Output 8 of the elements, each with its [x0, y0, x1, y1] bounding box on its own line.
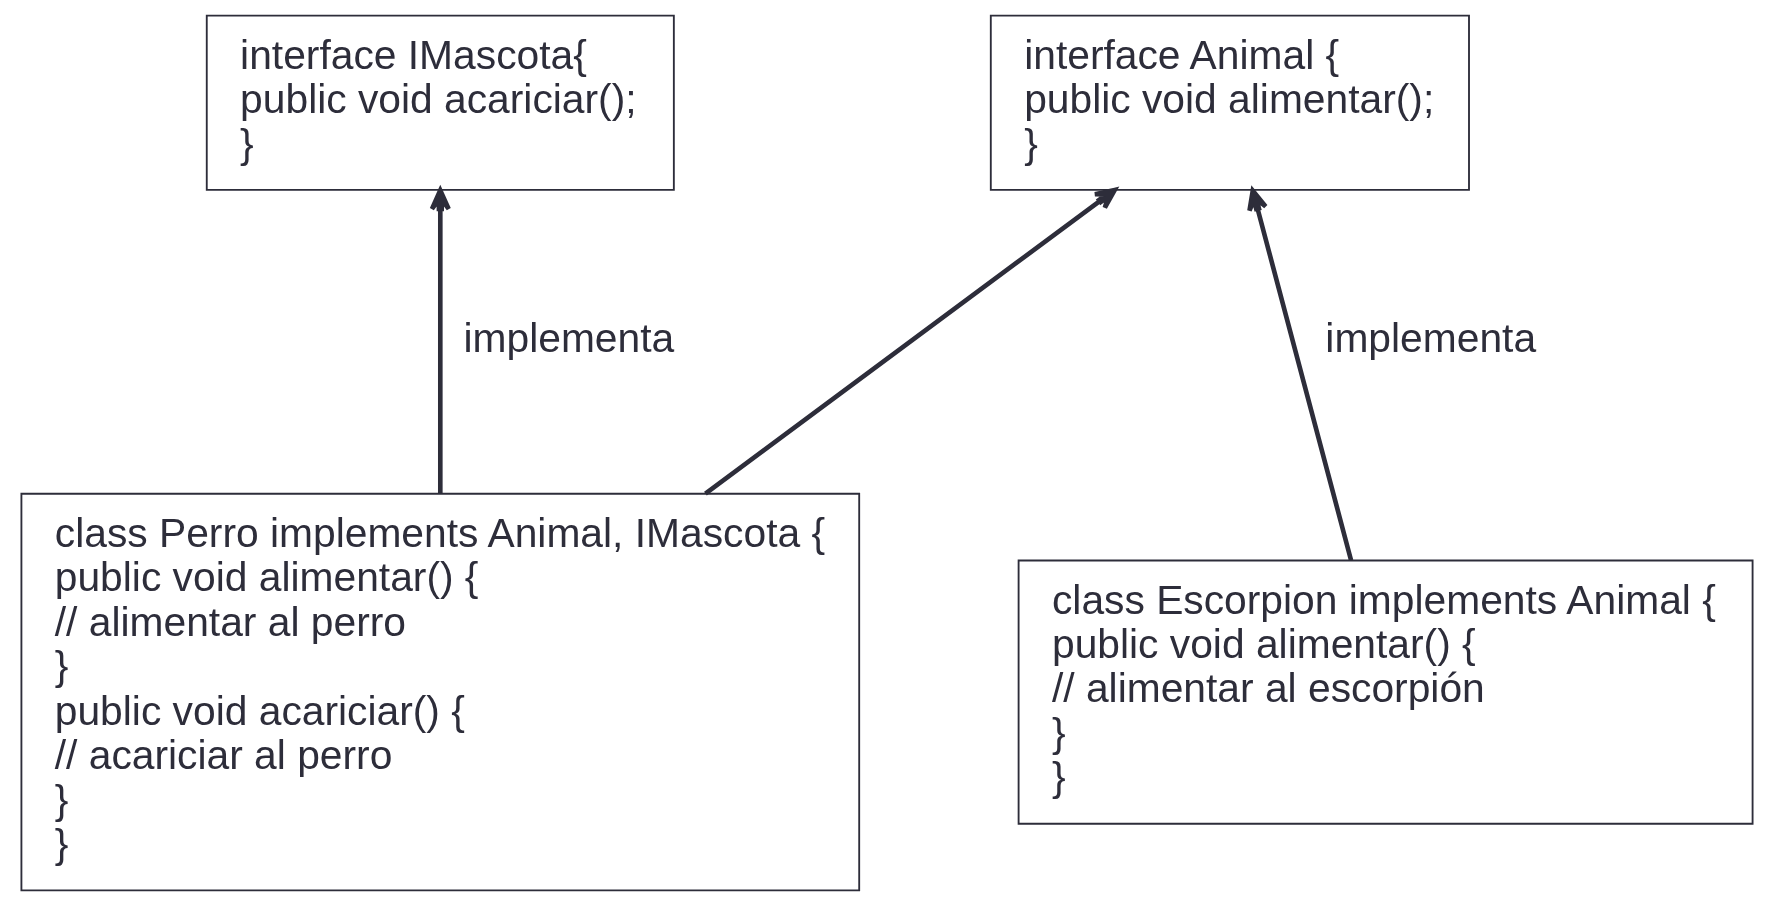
arrow: [1246, 188, 1353, 561]
node-box: interface IMascota{ public void acariciar(); }: [205, 14, 675, 191]
node-box: class Perro implements Animal, IMascota { public void alimentar() { // alimentar al perro } public void acariciar() { // acariciar al perro } }: [20, 492, 860, 892]
edge-label: implementa: [1324, 315, 1536, 362]
node-box: class Escorpion implements Animal { public void alimentar() { // alimentar al escorpión } }: [1017, 559, 1753, 825]
edge-label: implementa: [462, 315, 674, 362]
arrow: [703, 187, 1117, 496]
node-box: interface Animal { public void alimentar(); }: [989, 14, 1470, 191]
